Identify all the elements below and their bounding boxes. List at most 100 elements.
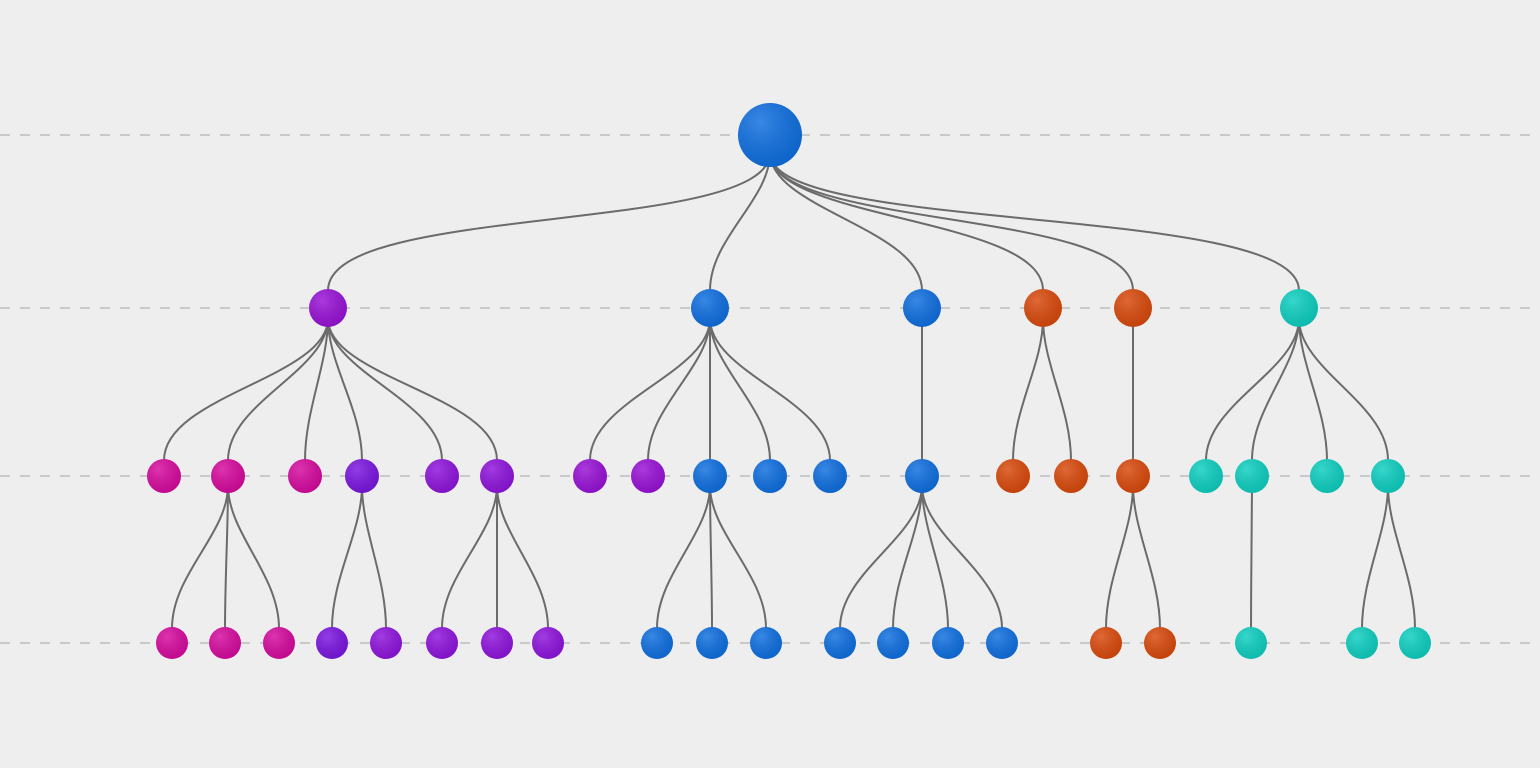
tree-node[interactable]	[147, 459, 181, 493]
tree-node[interactable]	[263, 627, 295, 659]
tree-node[interactable]	[631, 459, 665, 493]
tree-node[interactable]	[480, 459, 514, 493]
node-sheen	[345, 459, 379, 493]
tree-node[interactable]	[211, 459, 245, 493]
tree-node[interactable]	[370, 627, 402, 659]
node-sheen	[1280, 289, 1318, 327]
tree-node[interactable]	[532, 627, 564, 659]
tree-edge	[227, 317, 329, 462]
node-sheen	[370, 627, 402, 659]
tree-edge	[769, 151, 1300, 292]
node-sheen	[750, 627, 782, 659]
tree-edge	[441, 484, 498, 630]
tree-node[interactable]	[1346, 627, 1378, 659]
node-sheen	[932, 627, 964, 659]
tree-node[interactable]	[750, 627, 782, 659]
node-sheen	[905, 459, 939, 493]
tree-node[interactable]	[309, 289, 347, 327]
tree-edge	[1012, 317, 1044, 462]
tree-edge	[709, 484, 767, 630]
tree-edge	[1298, 317, 1328, 462]
tree-edge	[327, 151, 771, 292]
tree-node[interactable]	[824, 627, 856, 659]
node-sheen	[813, 459, 847, 493]
tree-node[interactable]	[426, 627, 458, 659]
tree-node[interactable]	[813, 459, 847, 493]
tree-node[interactable]	[1054, 459, 1088, 493]
node-sheen	[693, 459, 727, 493]
tree-edge	[1105, 484, 1134, 630]
tree-node[interactable]	[1144, 627, 1176, 659]
tree-edge	[709, 484, 713, 630]
tree-node[interactable]	[1116, 459, 1150, 493]
tree-node[interactable]	[1371, 459, 1405, 493]
node-sheen	[263, 627, 295, 659]
node-sheen	[824, 627, 856, 659]
tree-node[interactable]	[1235, 459, 1269, 493]
tree-node[interactable]	[996, 459, 1030, 493]
tree-edge	[224, 484, 229, 630]
tree-node[interactable]	[693, 459, 727, 493]
tree-node[interactable]	[641, 627, 673, 659]
tree-edge	[892, 484, 923, 630]
tree-node[interactable]	[903, 289, 941, 327]
tree-node[interactable]	[1024, 289, 1062, 327]
tree-node-root[interactable]	[738, 103, 802, 167]
node-sheen	[316, 627, 348, 659]
tree-nodes	[147, 103, 1431, 659]
node-sheen	[1054, 459, 1088, 493]
node-sheen	[481, 627, 513, 659]
node-sheen	[532, 627, 564, 659]
node-sheen	[1144, 627, 1176, 659]
tree-edge	[361, 484, 387, 630]
tree-node[interactable]	[425, 459, 459, 493]
tree-node[interactable]	[209, 627, 241, 659]
tree-node[interactable]	[1114, 289, 1152, 327]
tree-node[interactable]	[345, 459, 379, 493]
tree-node[interactable]	[696, 627, 728, 659]
tree-edge	[171, 484, 229, 630]
tree-edge	[327, 317, 363, 462]
tree-edge	[1298, 317, 1389, 462]
tree-node[interactable]	[481, 627, 513, 659]
tree-node[interactable]	[1090, 627, 1122, 659]
node-sheen	[641, 627, 673, 659]
tree-edge	[304, 317, 329, 462]
tree-node[interactable]	[1310, 459, 1344, 493]
tree-edge	[709, 317, 771, 462]
node-sheen	[425, 459, 459, 493]
tree-node[interactable]	[316, 627, 348, 659]
tree-node[interactable]	[1399, 627, 1431, 659]
node-sheen	[1235, 459, 1269, 493]
tree-node[interactable]	[877, 627, 909, 659]
tree-edge	[496, 484, 549, 630]
tree-edge	[1251, 317, 1300, 462]
node-sheen	[426, 627, 458, 659]
tree-edge	[1387, 484, 1416, 630]
tree-node[interactable]	[156, 627, 188, 659]
tree-node[interactable]	[986, 627, 1018, 659]
tree-edge	[1132, 484, 1161, 630]
tree-node[interactable]	[1280, 289, 1318, 327]
node-sheen	[288, 459, 322, 493]
tree-node[interactable]	[905, 459, 939, 493]
tree-node[interactable]	[1189, 459, 1223, 493]
node-sheen	[1310, 459, 1344, 493]
tree-node[interactable]	[932, 627, 964, 659]
tree-node[interactable]	[573, 459, 607, 493]
tree-edge	[769, 151, 1044, 292]
tree-edge	[769, 151, 923, 292]
tree-edge	[327, 317, 443, 462]
tree-edge	[656, 484, 711, 630]
node-sheen	[1371, 459, 1405, 493]
tree-node[interactable]	[691, 289, 729, 327]
tree-edge	[331, 484, 363, 630]
tree-node[interactable]	[753, 459, 787, 493]
tree-edge	[163, 317, 329, 462]
tree-edge	[589, 317, 711, 462]
tree-edge	[1042, 317, 1072, 462]
tree-node[interactable]	[1235, 627, 1267, 659]
tree-node[interactable]	[288, 459, 322, 493]
